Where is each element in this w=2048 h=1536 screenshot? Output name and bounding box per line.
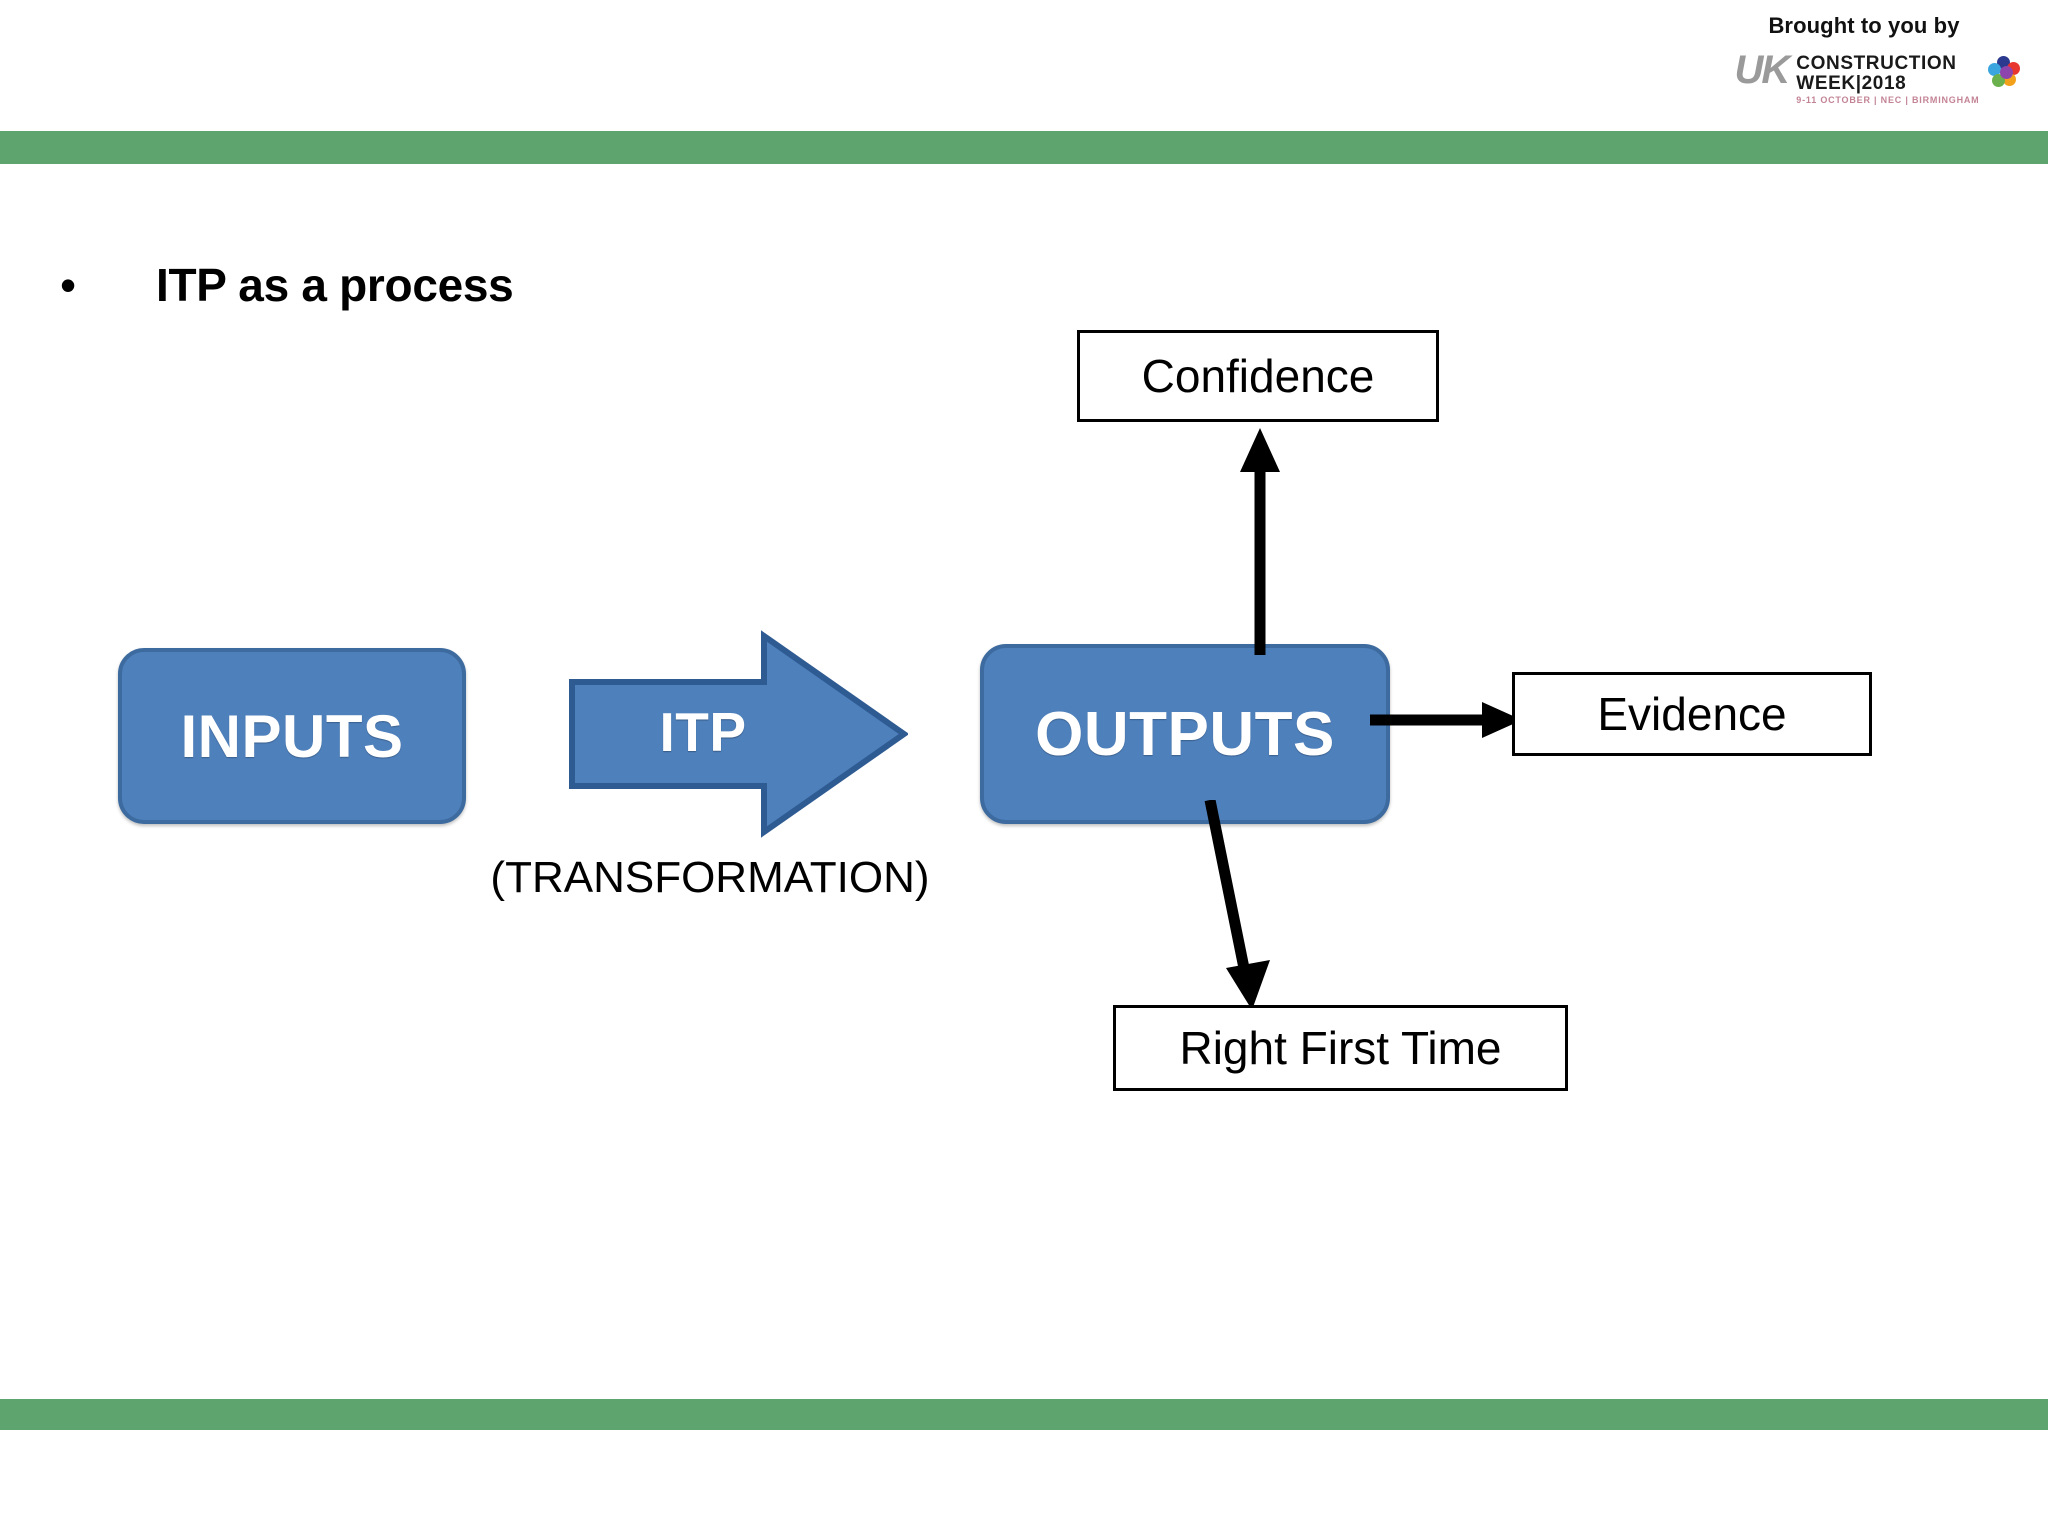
outputs-label: OUTPUTS (1035, 699, 1335, 769)
logo-wordmark: CONSTRUCTION WEEK|2018 9-11 OCTOBER | NE… (1796, 54, 1979, 105)
confidence-node: Confidence (1077, 330, 1439, 422)
evidence-node: Evidence (1512, 672, 1872, 756)
arrow-outputs-to-right-first-time (1180, 800, 1340, 1015)
right-first-time-node: Right First Time (1113, 1005, 1568, 1091)
itp-process-arrow (568, 630, 908, 838)
bottom-green-divider (0, 1399, 2048, 1430)
outputs-node: OUTPUTS (980, 644, 1390, 824)
right-first-time-label: Right First Time (1179, 1022, 1502, 1074)
top-green-divider (0, 131, 2048, 164)
uk-construction-week-logo: UK CONSTRUCTION WEEK|2018 9-11 OCTOBER |… (1728, 48, 2028, 105)
logo-line-construction: CONSTRUCTION (1796, 53, 1957, 75)
logo-tagline: 9-11 OCTOBER | NEC | BIRMINGHAM (1796, 95, 1980, 106)
branding-block: Brought to you by UK CONSTRUCTION WEEK|2… (1728, 13, 2028, 105)
itp-arrow-label: ITP (659, 701, 747, 763)
page-title: • ITP as a process (60, 258, 514, 312)
transformation-caption: (TRANSFORMATION) (490, 853, 930, 902)
inputs-node: INPUTS (118, 648, 466, 824)
brought-to-you-by-text: Brought to you by (1768, 13, 1960, 38)
arrow-outputs-to-evidence (1370, 690, 1530, 750)
evidence-label: Evidence (1597, 688, 1787, 740)
bullet-marker-icon: • (60, 259, 77, 311)
logo-line-week-2018: WEEK|2018 (1796, 73, 1907, 95)
bullet-title-text: ITP as a process (156, 259, 514, 311)
uk-logo-mark: UK (1734, 48, 1791, 93)
arrow-outputs-to-confidence (1190, 420, 1330, 655)
colour-spheres-icon (1987, 56, 2021, 90)
inputs-label: INPUTS (180, 702, 404, 770)
confidence-label: Confidence (1141, 350, 1375, 402)
